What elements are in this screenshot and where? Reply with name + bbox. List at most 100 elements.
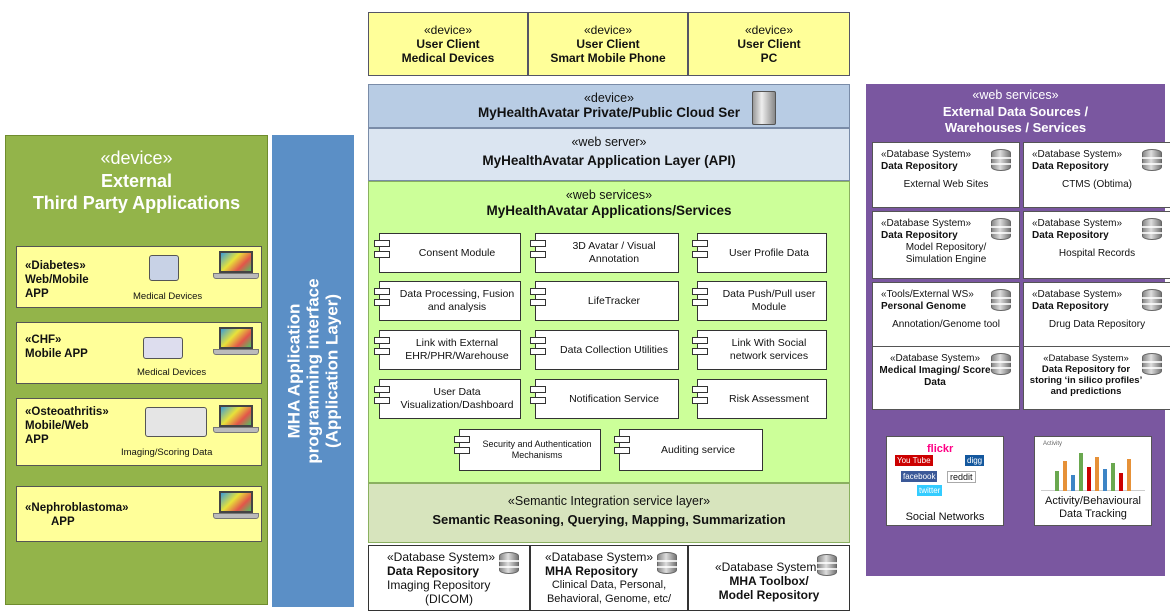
component-consent-module: Consent Module [374, 233, 521, 273]
db-stereotype: «Database System» [387, 550, 496, 564]
app-caption: Imaging/Scoring Data [121, 447, 213, 458]
app-title-line: «CHF» [25, 334, 62, 346]
app-title: «Nephroblastoma» APP [25, 501, 129, 529]
component-notification: Notification Service [530, 379, 679, 419]
source-personal-genome: «Tools/External WS» Personal Genome Anno… [872, 282, 1020, 348]
app-title-line: Mobile/Web [25, 420, 89, 432]
component-label: Auditing service [660, 443, 736, 456]
db-mha-toolbox: «Database System» MHA Toolbox/ Model Rep… [688, 545, 850, 611]
app-title-line: «Nephroblastoma» [25, 502, 129, 514]
app-caption: Medical Devices [133, 291, 203, 302]
api-bar-line: MHA Application [284, 303, 304, 439]
database-icon [817, 554, 837, 576]
component-risk-assessment: Risk Assessment [692, 379, 827, 419]
twitter-logo: twitter [917, 485, 943, 496]
source-stereotype: «Tools/External WS» [881, 289, 974, 300]
source-stereotype: «Database System» [1032, 289, 1123, 300]
source-name: Data Repository [1032, 230, 1109, 241]
app-title-line: Web/Mobile [25, 274, 89, 286]
db-stereotype: «Database System» [545, 550, 654, 564]
component-label: Security and Authentication Mechanisms [482, 439, 592, 460]
database-icon [1142, 353, 1162, 375]
component-label: Risk Assessment [729, 392, 809, 405]
app-diabetes: «Diabetes» Web/Mobile APP Medical Device… [16, 246, 262, 308]
app-chf: «CHF» Mobile APP Medical Devices [16, 322, 262, 384]
db-desc: (DICOM) [425, 592, 473, 606]
right-panel-stereotype: «web services» [972, 88, 1059, 102]
component-3d-avatar: 3D Avatar / Visual Annotation [530, 233, 679, 273]
services-stereotype: «web services» [565, 188, 653, 202]
cloud-layer: «device» MyHealthAvatar Private/Public C… [368, 84, 850, 128]
activity-chart-label: Activity [1043, 441, 1063, 447]
database-icon [1142, 218, 1162, 240]
flickr-logo: flickr [927, 443, 954, 455]
source-desc: Hospital Records [1058, 248, 1136, 259]
device-name: User Client [576, 37, 640, 51]
cloud-stereotype: «device» [583, 91, 635, 105]
right-panel-title-line: Warehouses / Services [944, 120, 1087, 135]
db-imaging-repository: «Database System» Data Repository Imagin… [368, 545, 530, 611]
component-label: LifeTracker [587, 294, 641, 307]
source-name: Data Repository for storing ‘in silico p… [1029, 364, 1143, 397]
source-external-web-sites: «Database System» Data Repository Extern… [872, 142, 1020, 208]
component-label: Data Push/Pull user Module [722, 288, 816, 313]
source-name: Data Repository [881, 230, 958, 241]
facebook-logo: facebook [901, 471, 938, 482]
device-pc: «device» User Client PC [688, 12, 850, 76]
component-data-processing: Data Processing, Fusion and analysis [374, 281, 521, 321]
activity-bars-icon [1055, 453, 1131, 491]
component-label: User Profile Data [729, 246, 809, 259]
db-desc: Clinical Data, Personal, [551, 579, 667, 591]
left-panel-title-line: External [100, 171, 173, 191]
database-icon [991, 289, 1011, 311]
app-nephroblastoma: «Nephroblastoma» APP [16, 486, 262, 542]
left-panel-title-line: Third Party Applications [32, 193, 241, 213]
component-user-data-visualization: User Data Visualization/Dashboard [374, 379, 521, 419]
source-stereotype: «Database System» [1032, 218, 1123, 229]
source-desc: Model Repository/ Simulation Engine [905, 242, 987, 265]
source-name: Medical Imaging/ Score Data [879, 365, 991, 388]
device-name: Smart Mobile Phone [550, 51, 666, 65]
device-name: User Client [416, 37, 480, 51]
source-stereotype: «Database System» [1043, 353, 1129, 364]
api-layer: «web server» MyHealthAvatar Application … [368, 128, 850, 181]
component-link-ehr: Link with External EHR/PHR/Warehouse [374, 330, 521, 370]
component-label: Notification Service [569, 392, 659, 405]
api-layer-title: MyHealthAvatar Application Layer (API) [482, 153, 736, 168]
activity-tracking-caption: Activity/Behavioural Data Tracking [1045, 495, 1141, 520]
left-panel-title: External Third Party Applications [6, 170, 267, 214]
semantic-title: Semantic Reasoning, Querying, Mapping, S… [432, 512, 786, 527]
database-icon [657, 552, 677, 574]
source-name: Data Repository [881, 161, 958, 172]
social-networks-box: flickr You Tube digg reddit facebook twi… [886, 436, 1004, 526]
component-user-profile: User Profile Data [692, 233, 827, 273]
device-name: User Client [737, 37, 801, 51]
app-title-line: APP [25, 288, 49, 300]
database-icon [991, 218, 1011, 240]
source-hospital-records: «Database System» Data Repository Hospit… [1023, 211, 1170, 279]
left-panel-stereotype: «device» [100, 148, 173, 168]
app-title: «Diabetes» Web/Mobile APP [25, 259, 89, 301]
app-title: «Osteoathritis» Mobile/Web APP [25, 405, 109, 447]
component-data-collection: Data Collection Utilities [530, 330, 679, 370]
component-label: User Data Visualization/Dashboard [400, 386, 514, 411]
device-name: Medical Devices [401, 51, 495, 65]
source-desc: External Web Sites [903, 179, 989, 190]
app-title-line: APP [25, 434, 49, 446]
device-stereotype: «device» [744, 23, 794, 37]
db-desc: Behavioral, Genome, etc/ [546, 593, 672, 605]
database-icon [1142, 289, 1162, 311]
device-medical-devices: «device» User Client Medical Devices [368, 12, 528, 76]
app-title-line: APP [51, 516, 75, 528]
cloud-title: MyHealthAvatar Private/Public Cloud Ser [477, 105, 741, 120]
db-mha-repository: «Database System» MHA Repository Clinica… [530, 545, 688, 611]
component-auditing: Auditing service [614, 429, 763, 471]
device-name: PC [760, 51, 778, 65]
medical-device-icon [149, 255, 179, 281]
services-layer: «web services» MyHealthAvatar Applicatio… [368, 181, 850, 483]
source-model-repository: «Database System» Data Repository Model … [872, 211, 1020, 279]
laptop-icon [213, 327, 259, 357]
activity-chart-icon: Activity [1041, 441, 1145, 491]
component-label: Consent Module [418, 246, 496, 259]
social-networks-caption: Social Networks [905, 511, 985, 523]
